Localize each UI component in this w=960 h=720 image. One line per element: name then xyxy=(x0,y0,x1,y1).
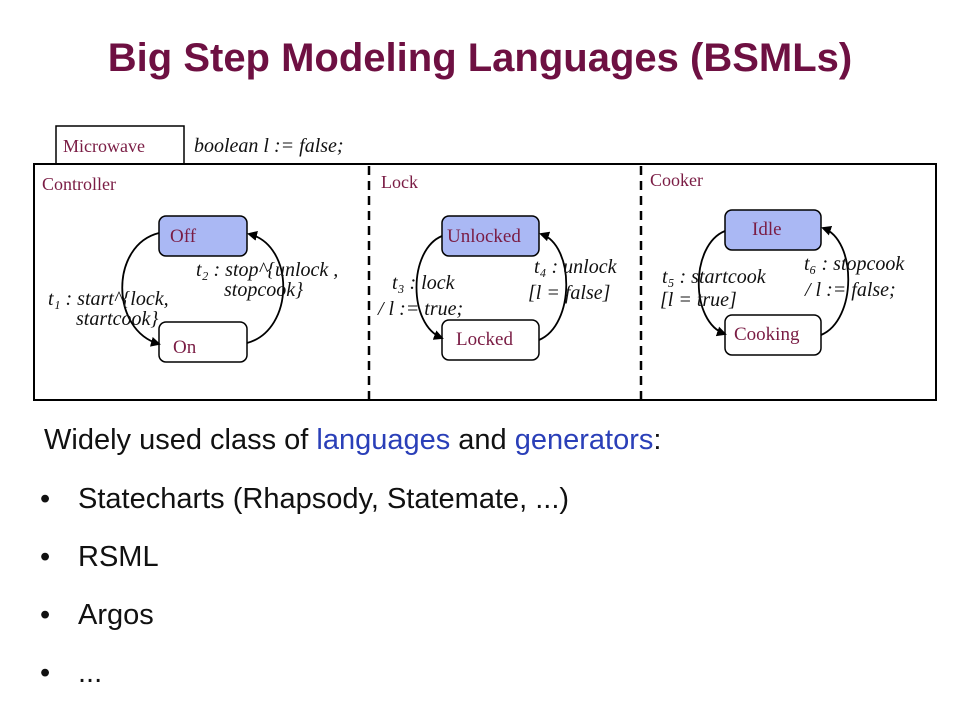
intro-languages: languages xyxy=(316,424,451,456)
transition-t2-label-line1: t₂ : stop^{unlock , xyxy=(196,259,338,281)
bullet-ellipsis: ... xyxy=(40,644,569,702)
region-cooker-label: Cooker xyxy=(650,170,703,190)
transition-t6-label-line2: / l := false; xyxy=(804,279,896,301)
microwave-outer-box xyxy=(33,163,937,401)
intro-prefix: Widely used class of xyxy=(44,424,317,456)
microwave-tab xyxy=(55,125,185,165)
bullet-argos: Argos xyxy=(40,586,569,644)
transition-t6-arrow xyxy=(820,225,850,336)
state-locked-label: Locked xyxy=(456,329,513,350)
microwave-tab-label: Microwave xyxy=(63,136,145,156)
transition-t3-arrow xyxy=(415,235,444,340)
state-off xyxy=(158,215,248,257)
transition-t2-label-line2: stopcook} xyxy=(224,279,303,301)
transition-t1-label-line2: startcook} xyxy=(76,308,158,330)
state-on-label: On xyxy=(173,337,197,358)
intro-suffix: : xyxy=(653,424,662,456)
declaration-text: boolean l := false; xyxy=(194,135,344,157)
intro-generators: generators xyxy=(514,424,654,456)
region-lock-label: Lock xyxy=(381,172,418,192)
transition-t2-arrow xyxy=(246,231,285,344)
transition-t1-arrow xyxy=(121,232,161,347)
state-idle-label: Idle xyxy=(752,219,782,240)
intro-middle: and xyxy=(450,424,515,456)
region-controller-label: Controller xyxy=(42,174,116,194)
transition-t4-arrow xyxy=(538,231,568,341)
state-cooking-label: Cooking xyxy=(734,324,800,345)
transition-t5-label-line1: t₅ : startcook xyxy=(662,266,767,288)
transition-t1-label-line1: t₁ : start^{lock, xyxy=(48,288,169,310)
state-off-label: Off xyxy=(170,226,197,247)
slide-title: Big Step Modeling Languages (BSMLs) xyxy=(107,36,853,80)
transition-t3-label-line1: t₃ : lock xyxy=(392,272,456,294)
intro-sentence: Widely used class of languages and gener… xyxy=(44,424,661,457)
bullet-statecharts: Statecharts (Rhapsody, Statemate, ...) xyxy=(40,470,569,528)
state-idle xyxy=(724,209,822,251)
microwave-statechart: Microwave boolean l := false; Controller… xyxy=(33,125,937,401)
transition-t5-label-line2: [l = true] xyxy=(660,289,737,311)
transition-t6-label-line1: t₆ : stopcook xyxy=(804,253,905,275)
state-unlocked-label: Unlocked xyxy=(447,226,521,247)
transition-t4-label-line2: [l = false] xyxy=(528,282,610,304)
bullet-rsml: RSML xyxy=(40,528,569,586)
transition-t4-label-line1: t₄ : unlock xyxy=(534,256,618,278)
bullet-list: Statecharts (Rhapsody, Statemate, ...) R… xyxy=(40,470,569,702)
transition-t3-label-line2: / l := true; xyxy=(377,298,463,320)
transition-t5-arrow xyxy=(698,230,727,337)
